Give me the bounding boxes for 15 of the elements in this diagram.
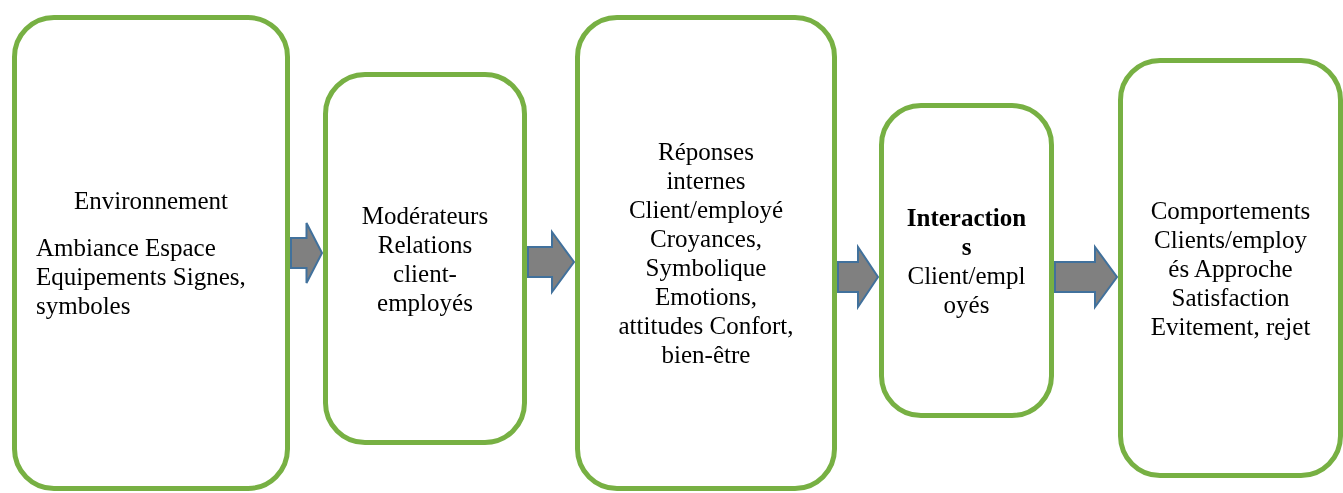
box-text: Ambiance Espace Equipements Signes, symboles [36, 233, 247, 320]
process-box [12, 15, 290, 491]
block-arrow [527, 228, 576, 296]
box-text: Interactions Client/employés [906, 202, 1027, 319]
box-heading: Environnement [72, 186, 230, 215]
process-box [879, 103, 1054, 418]
process-box [323, 72, 527, 445]
process-box [575, 15, 837, 491]
box-text: Comportements Clients/employés Approche Satisfaction Evitement, rejet [1150, 195, 1311, 341]
block-arrow [1054, 243, 1119, 311]
box-text: Modérateurs Relations client-employés [360, 200, 490, 317]
block-arrow [290, 222, 324, 284]
block-arrow [837, 243, 880, 311]
box-text: Réponses internes Client/employé Croyances, Symbolique Emotions, attitudes Confort, bien-être [618, 137, 794, 369]
process-box [1118, 58, 1343, 478]
